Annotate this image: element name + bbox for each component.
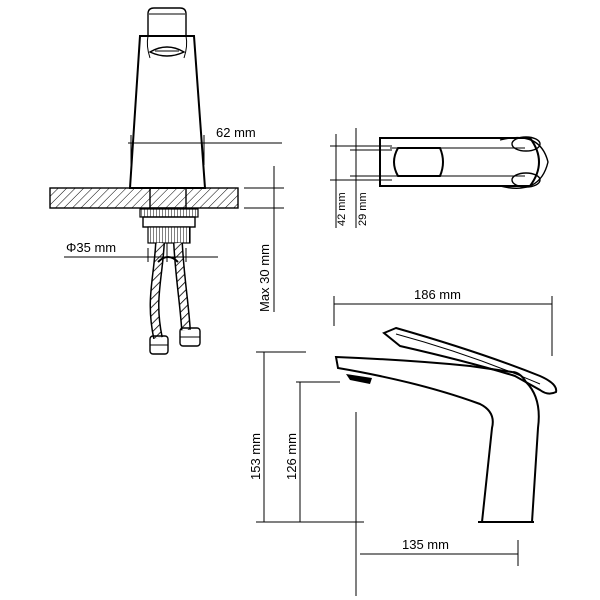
side-aerator [346,374,372,384]
label-186mm: 186 mm [414,287,461,302]
dim-heights: 153 mm 126 mm [248,351,364,523]
plan-view [379,136,549,189]
plan-body [379,137,540,187]
front-lever [147,7,187,37]
label-42mm: 42 mm [336,192,348,226]
label-126mm: 126 mm [284,433,299,480]
label-135mm: 135 mm [402,537,449,552]
front-aerator [148,46,186,57]
label-phi35mm: Φ35 mm [66,240,116,255]
side-view [334,326,558,523]
dim-plan-widths: 42 mm 29 mm [330,128,392,228]
fixing-nut [147,226,191,244]
label-29mm: 29 mm [357,192,369,226]
dim-base-reach: 135 mm [355,412,519,596]
deck-section [49,187,239,209]
dim-nut-diameter: Φ35 mm [64,240,218,262]
dim-body-width: 62 mm [128,125,282,165]
side-lever [382,326,558,395]
front-body [128,35,207,189]
plan-lever-slot [393,147,444,177]
dim-max-thickness: Max 30 mm [244,166,284,312]
label-max30mm: Max 30 mm [257,244,272,312]
side-body [334,355,540,523]
label-62mm: 62 mm [216,125,256,140]
mounting-nut [139,208,199,218]
front-view [49,7,239,355]
label-153mm: 153 mm [248,433,263,480]
dim-spout-reach: 186 mm [333,287,553,356]
plan-lever [499,136,549,189]
